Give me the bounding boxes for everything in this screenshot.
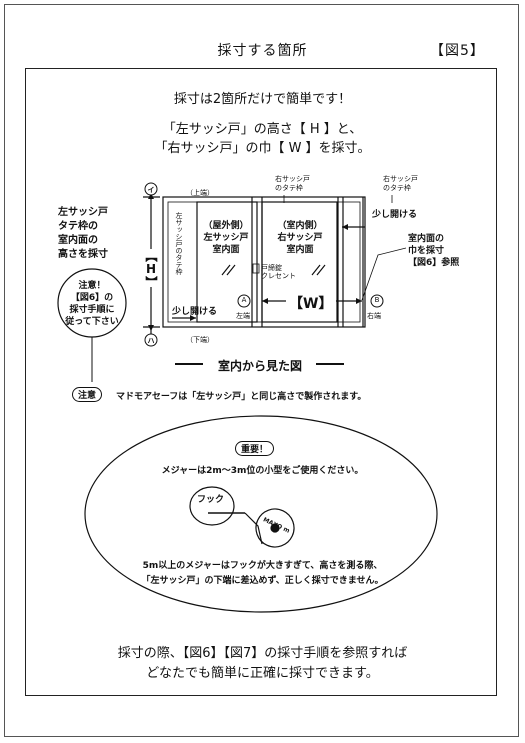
label-i: イ [147,186,155,194]
right-end-label: 右端 [367,312,381,320]
left-frame-vertical-label: 左サッシ戸のタテ枠 [175,212,183,275]
crescent-lock-label: 戸締錠 クレセント [261,264,296,280]
caution-text: マドモアセーフは「左サッシ戸」と同じ高さで製作されます。 [116,392,367,402]
content-frame [25,68,497,696]
intro-line-1: 採寸は2箇所だけで簡単です！ [173,92,352,107]
open-slightly-left-label: 少し開ける [172,307,218,317]
left-sash-note: 左サッシ戸 タテ枠の 室内面の 高さを採寸 [58,207,108,260]
open-slightly-right-label: 少し開ける [372,210,418,220]
page-border [4,4,519,737]
right-sash-panel [261,201,338,323]
page-title: 採寸する箇所 [217,43,308,59]
point-b: B [374,296,380,304]
footer-line-1: 採寸の際、【図6】【図7】の採寸手順を参照すれば [117,646,408,661]
window-outer-frame [162,196,366,328]
hook-label: フック [197,495,225,505]
right-measure-note: 室内面の 巾を採寸 【図6】参照 [408,234,460,268]
left-sash-panel [196,201,258,323]
w-dimension-label: 【W】 [289,296,333,312]
important-badge: 重要！ [235,441,275,456]
important-line-1: メジャーは2m～3m位の小型をご使用ください。 [161,466,364,476]
footer-line-2: どなたでも簡単に正確に採寸できます。 [146,666,379,681]
left-end-label: 左端 [236,312,250,320]
point-a: A [241,296,247,304]
intro-line-3: 「右サッシ戸」の巾【 W 】を採寸。 [154,141,371,156]
lower-end-label: （下端） [186,336,214,344]
upper-end-label: （上端） [186,189,214,197]
outdoor-left-sash-label: （屋外側） 左サッシ戸 室内面 [203,221,249,255]
figure-number: 【図5】 [430,43,485,59]
right-frame-note-2: 右サッシ戸 のタテ枠 [383,175,418,192]
caution-bubble-text: 注意！ 【図6】の 採寸手順に 従って下さい [65,281,119,327]
important-line-3: 「左サッシ戸」の下端に差込めず、正しく採寸できません。 [141,576,384,586]
important-line-2: 5m以上のメジャーはフックが大きすぎて、高さを測る際、 [142,561,383,571]
right-frame-note-1: 右サッシ戸 のタテ枠 [275,175,310,192]
caution-badge: 注意 [72,387,103,402]
important-ellipse [84,415,438,613]
intro-line-2: 「左サッシ戸」の高さ【 H 】と、 [162,122,363,137]
label-ha: ハ [147,337,155,345]
h-dimension-label: 【H】 [144,250,158,288]
indoor-right-sash-label: （室内側） 右サッシ戸 室内面 [277,221,323,255]
view-caption: 室内から見た図 [217,359,302,373]
